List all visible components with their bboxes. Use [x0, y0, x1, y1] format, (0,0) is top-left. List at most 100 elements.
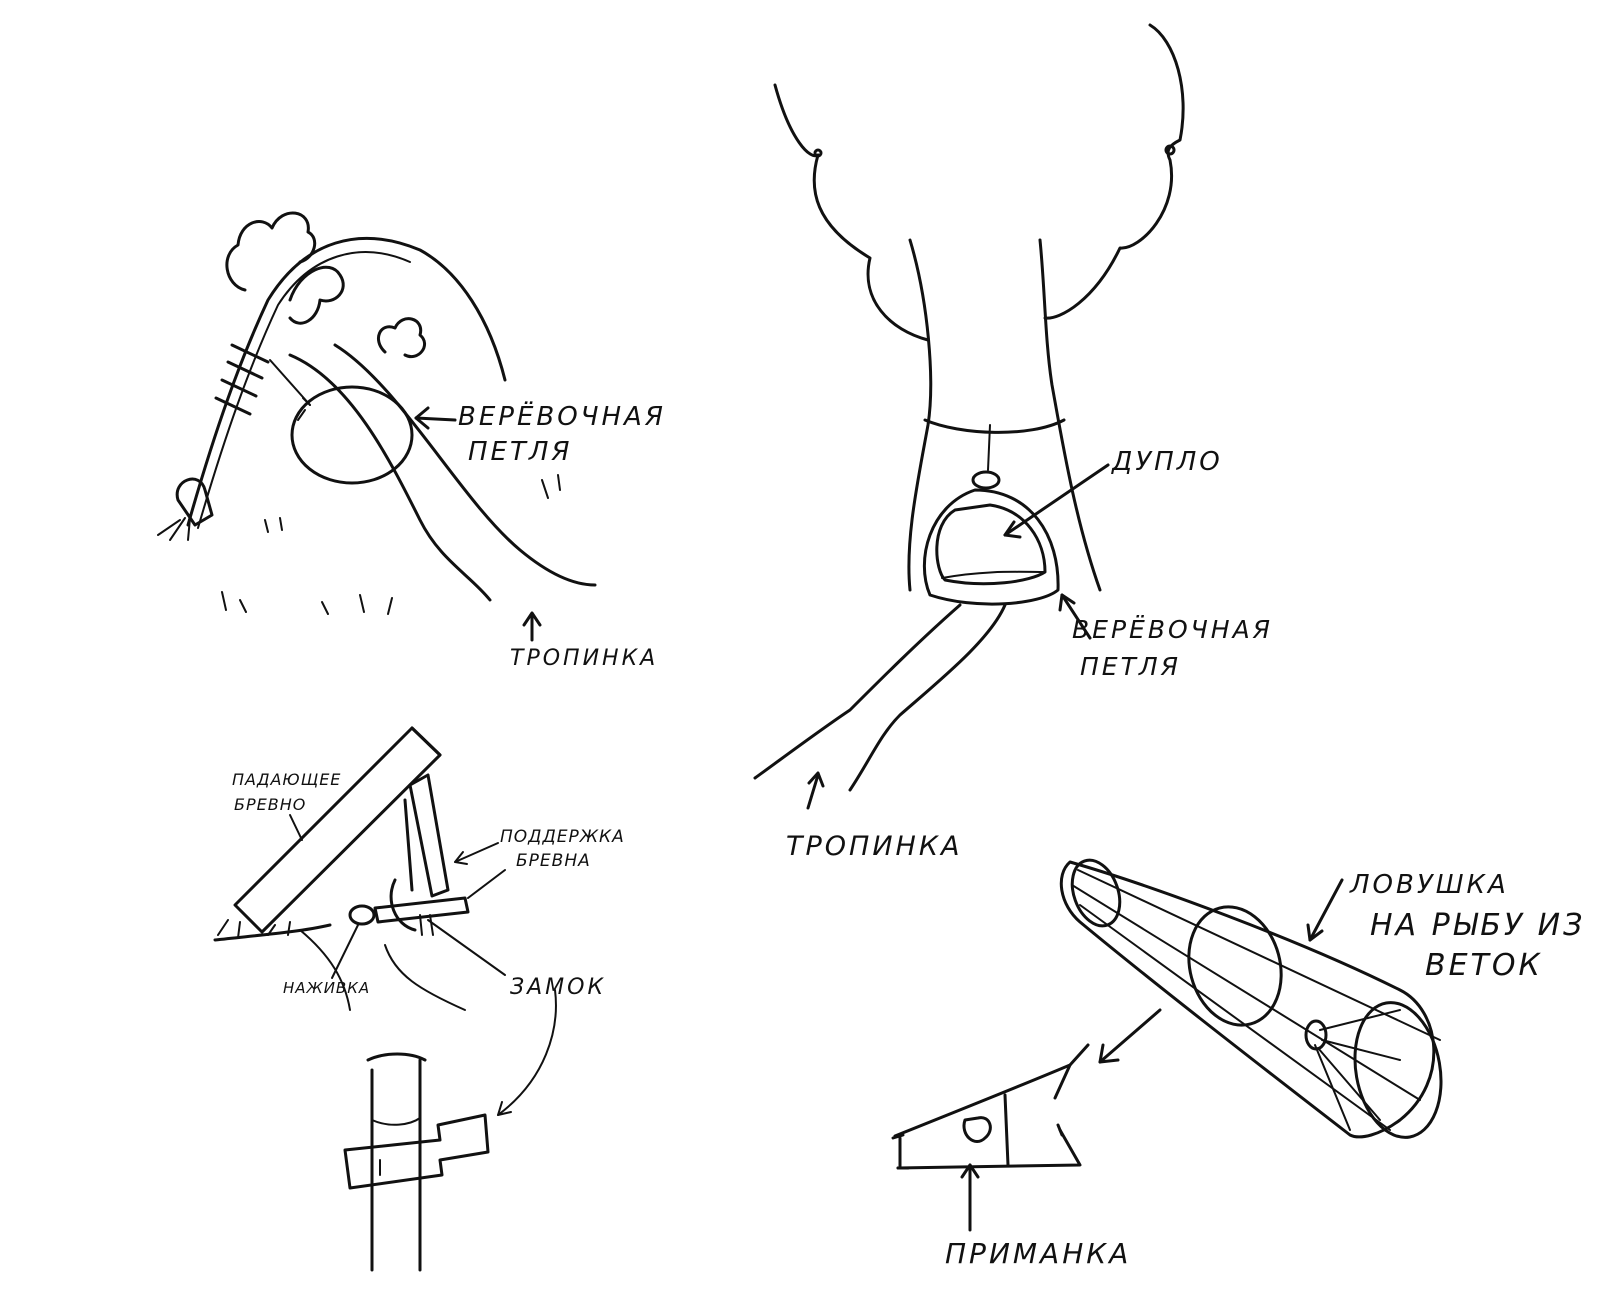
- bush: [225, 211, 317, 292]
- bush: [288, 265, 345, 325]
- fish-mouth: [891, 1133, 910, 1170]
- fish-trap-sketch: ЛОВУШКА НА РЫБУ ИЗ ВЕТОК ПРИМАНКА: [891, 858, 1585, 1270]
- ground-line: [384, 944, 466, 1011]
- tree-trunk: [907, 238, 933, 592]
- arrow-head: [807, 771, 825, 788]
- arrow-to-trap: [1308, 878, 1344, 942]
- arrow-to-path: [806, 773, 820, 810]
- snare-path-sketch: ВЕРЁВОЧНАЯ ПЕТЛЯ ТРОПИНКА: [157, 211, 666, 671]
- fish-head-line: [1003, 1093, 1010, 1167]
- tree-trunk: [1038, 238, 1102, 592]
- tie-mark: [214, 396, 252, 416]
- tree-canopy: [773, 83, 930, 342]
- trap-stave: [1071, 884, 1421, 1101]
- lock-pieces: [373, 896, 470, 924]
- deadfall-sketch: ПАДАЮЩЕЕ БРЕВНО ПОДДЕРЖКА БРЕВНА НАЖИВКА…: [213, 726, 625, 1272]
- trap-label-2: НА РЫБУ ИЗ: [1370, 908, 1585, 943]
- grass: [217, 919, 291, 939]
- arrow-head: [1058, 593, 1076, 612]
- rope-knot: [297, 397, 311, 421]
- lock-pieces: [389, 878, 417, 932]
- arrow-to-lure: [1098, 1008, 1162, 1064]
- arrow-head: [454, 851, 468, 865]
- support-stick: [408, 773, 450, 898]
- hanging-cord: [987, 424, 991, 471]
- arrow-to-rope-loop: [1060, 593, 1092, 640]
- grass: [221, 474, 561, 615]
- lock-detail-post: [371, 1117, 421, 1126]
- canopy-knot: [813, 148, 823, 158]
- arrow-head: [414, 406, 430, 430]
- rope-loop: [290, 385, 414, 485]
- arrow-to-support: [467, 869, 506, 899]
- trap-ring: [1070, 858, 1122, 928]
- trap-ring: [1187, 905, 1283, 1027]
- rope-loop-label-1: ВЕРЁВОЧНАЯ: [458, 400, 666, 432]
- ground-line: [213, 923, 332, 942]
- trap-label-3: ВЕТОК: [1425, 948, 1543, 983]
- path-label: ТРОПИНКА: [786, 831, 962, 862]
- rope-loop-label-2: ПЕТЛЯ: [1080, 652, 1181, 681]
- trap-stave: [1079, 904, 1391, 1131]
- path-line: [753, 603, 962, 780]
- hollow-rim: [941, 570, 1046, 579]
- arrow-head: [1306, 923, 1324, 942]
- falling-log-label-1: ПАДАЮЩЕЕ: [232, 770, 341, 789]
- lock-detail-post: [366, 1052, 427, 1062]
- arrow-head: [960, 1163, 980, 1179]
- log-end: [410, 726, 442, 757]
- arrow-to-lock: [427, 919, 506, 976]
- stake: [175, 477, 214, 527]
- fish-bait-spot: [962, 1116, 992, 1143]
- trap-stave: [1077, 869, 1441, 1041]
- hollow-label: ДУПЛО: [1111, 447, 1223, 477]
- trap-label-1: ЛОВУШКА: [1349, 870, 1509, 900]
- rope-loop-label-1: ВЕРЁВОЧНАЯ: [1072, 615, 1273, 644]
- tree-hollow-sketch: ДУПЛО ВЕРЁВОЧНАЯ ПЕТЛЯ ТРОПИНКА: [753, 23, 1273, 862]
- bait-fish-tail: [1053, 1063, 1072, 1137]
- path-label: ТРОПИНКА: [510, 646, 658, 671]
- cord-knot: [971, 470, 1001, 490]
- arrow-to-bait: [331, 924, 359, 979]
- log-support-label-1: ПОДДЕРЖКА: [500, 827, 625, 847]
- canopy-knot: [1164, 144, 1176, 156]
- tree-canopy: [1043, 23, 1185, 320]
- tie-mark: [220, 378, 258, 398]
- arrow-to-hollow: [1003, 463, 1110, 537]
- arrow-to-log: [289, 814, 303, 841]
- trap-mouth: [1353, 1001, 1443, 1139]
- log-support-label-2: БРЕВНА: [516, 851, 591, 871]
- arrow-head: [497, 1101, 512, 1116]
- rope-loop-label-2: ПЕТЛЯ: [468, 437, 572, 467]
- arrow-head: [522, 611, 542, 627]
- falling-log: [233, 726, 442, 934]
- lock-pieces: [419, 914, 434, 936]
- arrow-head: [1003, 520, 1022, 539]
- bent-sapling: [186, 236, 507, 527]
- arrow-to-support: [454, 842, 499, 863]
- falling-log-label-2: БРЕВНО: [234, 795, 306, 814]
- bait-fish: [893, 1043, 1090, 1170]
- path-line: [288, 353, 492, 602]
- path-line: [333, 343, 597, 587]
- tie-mark: [226, 360, 264, 380]
- bark-band: [923, 418, 1066, 434]
- support-stick: [403, 798, 414, 892]
- grass: [157, 517, 191, 541]
- arrow-head: [1098, 1043, 1120, 1064]
- lock-detail-crossbar: [343, 1113, 490, 1190]
- bait: [348, 904, 376, 926]
- rope-loop: [922, 488, 1060, 606]
- bent-sapling: [197, 251, 411, 529]
- bush: [377, 317, 427, 359]
- fish-trap-cone: [1059, 860, 1436, 1139]
- lock-label: ЗАМОК: [510, 975, 606, 1000]
- lure-label: ПРИМАНКА: [945, 1237, 1131, 1270]
- arrow-to-lock-detail: [497, 989, 557, 1116]
- tie-mark: [230, 343, 270, 364]
- arrow-to-loop: [414, 416, 457, 422]
- funnel-line: [1314, 1009, 1401, 1131]
- bait-label: НАЖИВКА: [283, 979, 370, 997]
- ground-line: [299, 929, 351, 1011]
